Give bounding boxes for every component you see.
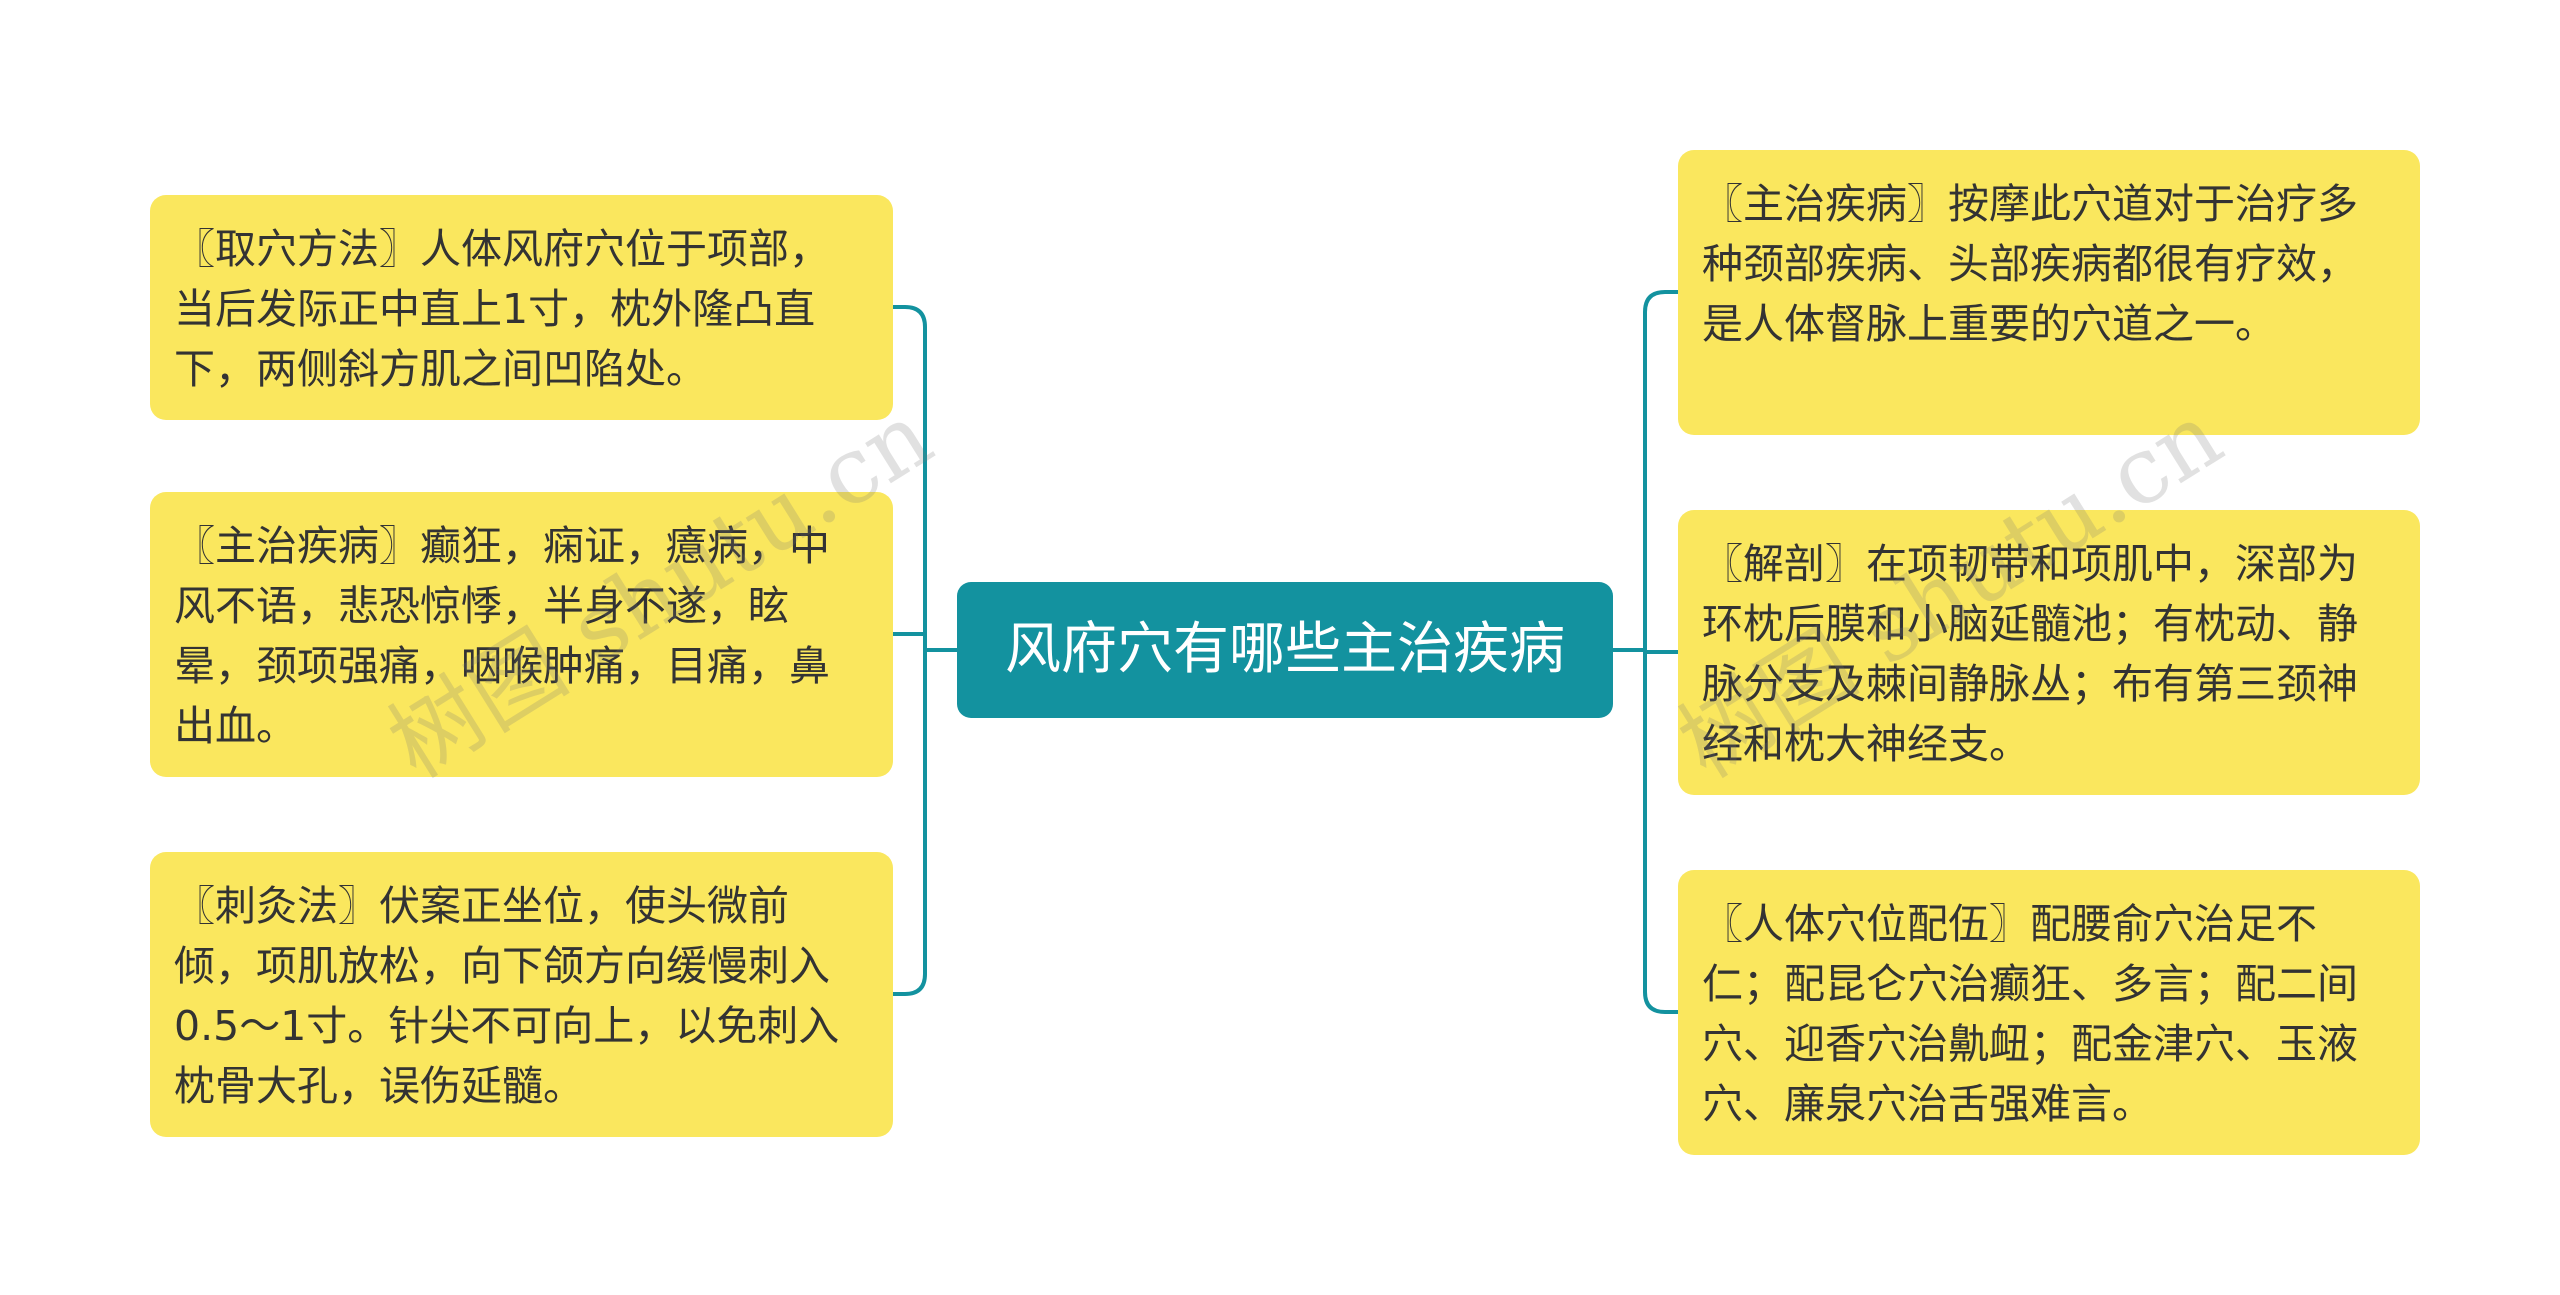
left-node-main-indications: 〖主治疾病〗癫狂，痫证，癔病，中风不语，悲恐惊悸，半身不遂，眩晕，颈项强痛，咽喉… — [150, 492, 893, 777]
central-topic: 风府穴有哪些主治疾病 — [957, 582, 1613, 718]
left-node-needling-method: 〖刺灸法〗伏案正坐位，使头微前倾，项肌放松，向下颌方向缓慢刺入0.5～1寸。针尖… — [150, 852, 893, 1137]
connector-right-3 — [1643, 650, 1678, 1014]
right-node-main-indications: 〖主治疾病〗按摩此穴道对于治疗多种颈部疾病、头部疾病都很有疗效，是人体督脉上重要… — [1678, 150, 2420, 435]
right-node-point-combinations: 〖人体穴位配伍〗配腰俞穴治足不仁；配昆仑穴治癫狂、多言；配二间穴、迎香穴治鼽衄；… — [1678, 870, 2420, 1155]
connector-left-3 — [893, 650, 927, 996]
connector-left-1 — [893, 305, 927, 650]
right-node-anatomy: 〖解剖〗在项韧带和项肌中，深部为环枕后膜和小脑延髓池；有枕动、静脉分支及棘间静脉… — [1678, 510, 2420, 795]
connector-right-1 — [1643, 290, 1678, 650]
left-node-acupoint-location: 〖取穴方法〗人体风府穴位于项部，当后发际正中直上1寸，枕外隆凸直下，两侧斜方肌之… — [150, 195, 893, 420]
